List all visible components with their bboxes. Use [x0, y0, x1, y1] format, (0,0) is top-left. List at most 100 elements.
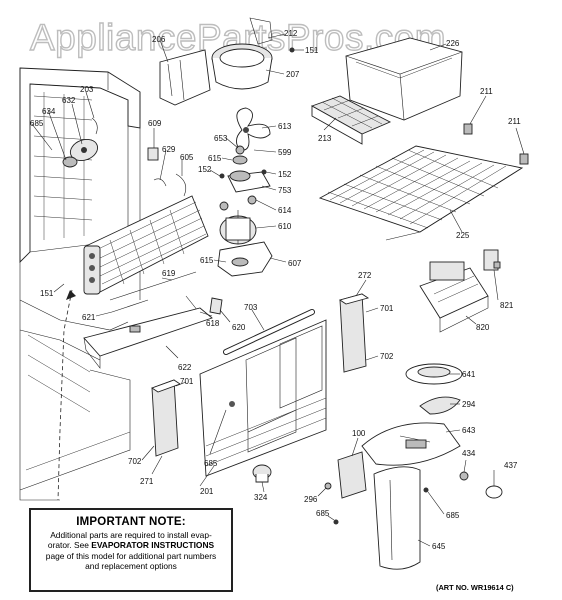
callout-609: 609 — [148, 119, 162, 128]
screw-685d — [333, 519, 339, 525]
evaporator-assembly — [83, 195, 209, 295]
duct-203 — [91, 117, 98, 135]
fuse-620 — [209, 297, 223, 315]
callout-225: 225 — [456, 231, 470, 240]
bracket-607 — [217, 241, 273, 277]
ice-tray-213 — [310, 95, 392, 145]
callout-685-bottom: 685 — [316, 509, 330, 518]
motor-bracket-753 — [227, 170, 271, 193]
harness-605 — [175, 173, 187, 197]
thermistor-609 — [147, 147, 159, 161]
note-title: IMPORTANT NOTE: — [76, 516, 186, 528]
evaporator-instructions-link[interactable]: EVAPORATOR INSTRUCTIONS — [91, 540, 215, 551]
cabinet-liner — [19, 67, 141, 501]
switch-821 — [483, 249, 501, 271]
callout-820: 820 — [476, 323, 490, 332]
callout-212: 212 — [284, 29, 298, 38]
fan-housing-207 — [211, 17, 273, 90]
knob-324 — [252, 464, 272, 483]
callout-629: 629 — [162, 145, 176, 154]
drain-trough-622 — [83, 307, 213, 369]
heater-619 — [109, 271, 197, 301]
rod-703 — [224, 310, 314, 354]
callout-643: 643 — [462, 426, 476, 435]
fan-blade-613 — [236, 107, 271, 151]
callout-621: 621 — [82, 313, 96, 322]
callout-607: 607 — [288, 259, 302, 268]
callout-614: 614 — [278, 206, 292, 215]
callout-753: 753 — [278, 186, 292, 195]
note-line-1: Additional parts are required to install… — [50, 530, 212, 540]
callout-207: 207 — [286, 70, 300, 79]
callout-685-right: 685 — [446, 511, 460, 520]
callout-labels: 206 212 151 226 207 203 632 634 685 609 … — [30, 29, 521, 551]
callout-702-right: 702 — [380, 352, 394, 361]
screw-152a — [219, 173, 225, 179]
clip-629 — [153, 178, 167, 187]
channel-701-left — [151, 379, 181, 457]
icemaker-820 — [419, 261, 489, 333]
callout-641: 641 — [462, 370, 476, 379]
callout-653: 653 — [214, 134, 228, 143]
callout-201: 201 — [200, 487, 214, 496]
callout-605: 605 — [180, 153, 194, 162]
note-body: Additional parts are required to install… — [31, 530, 231, 572]
callout-211-lower: 211 — [508, 117, 521, 126]
note-line-2a: orator. See — [47, 540, 92, 551]
leader-lines — [31, 33, 525, 547]
callout-685-top: 685 — [30, 119, 44, 128]
mounts-614 — [219, 195, 257, 211]
callout-272: 272 — [358, 271, 372, 280]
callout-203: 203 — [80, 85, 94, 94]
chute-100 — [337, 451, 367, 499]
callout-324: 324 — [254, 493, 268, 502]
callout-619: 619 — [162, 269, 176, 278]
callout-151-top: 151 — [305, 46, 319, 55]
callout-296: 296 — [304, 495, 318, 504]
bulb-socket-434 — [459, 471, 469, 481]
screw-685c — [423, 487, 429, 493]
note-line-4: and replacement options — [85, 561, 177, 572]
door-294 — [419, 396, 461, 415]
callout-702-left: 702 — [128, 457, 142, 466]
screw-296 — [324, 482, 332, 490]
callout-701-right: 701 — [380, 304, 394, 313]
callout-100: 100 — [352, 429, 366, 438]
note-line-3: page of this model for additional part n… — [45, 550, 217, 561]
callout-213: 213 — [318, 134, 332, 143]
callout-599: 599 — [278, 148, 292, 157]
fan-cover-632 — [69, 139, 99, 161]
callout-211-upper: 211 — [480, 87, 493, 96]
callout-610: 610 — [278, 222, 292, 231]
callout-151-left: 151 — [40, 289, 54, 298]
dispenser-housing-643 — [361, 422, 461, 466]
callout-613: 613 — [278, 122, 292, 131]
callout-615-top: 615 — [208, 154, 222, 163]
callout-226: 226 — [446, 39, 460, 48]
duct-206 — [159, 49, 211, 106]
dashed-leader — [57, 289, 73, 501]
clip-211b — [519, 153, 529, 165]
bulb-437 — [485, 485, 503, 499]
screw-152b — [261, 169, 267, 175]
dispenser-trim-641 — [405, 363, 463, 385]
callout-620: 620 — [232, 323, 246, 332]
callout-437: 437 — [504, 461, 518, 470]
screw-151-top — [289, 47, 295, 53]
callout-632: 632 — [62, 96, 76, 105]
callout-206: 206 — [152, 35, 166, 44]
arrow-head — [66, 290, 76, 300]
callout-618: 618 — [206, 319, 220, 328]
important-note-box: IMPORTANT NOTE: Additional parts are req… — [29, 508, 233, 592]
callout-294: 294 — [462, 400, 476, 409]
callout-152-left: 152 — [198, 165, 212, 174]
art-number: (ART NO. WR19614 C) — [436, 583, 514, 592]
callout-615-bottom: 615 — [200, 256, 214, 265]
callout-645: 645 — [432, 542, 446, 551]
channel-701-right — [338, 293, 370, 373]
fan-motor-610 — [219, 210, 257, 245]
shelf-225 — [318, 145, 524, 241]
ice-bucket-226 — [345, 37, 463, 121]
